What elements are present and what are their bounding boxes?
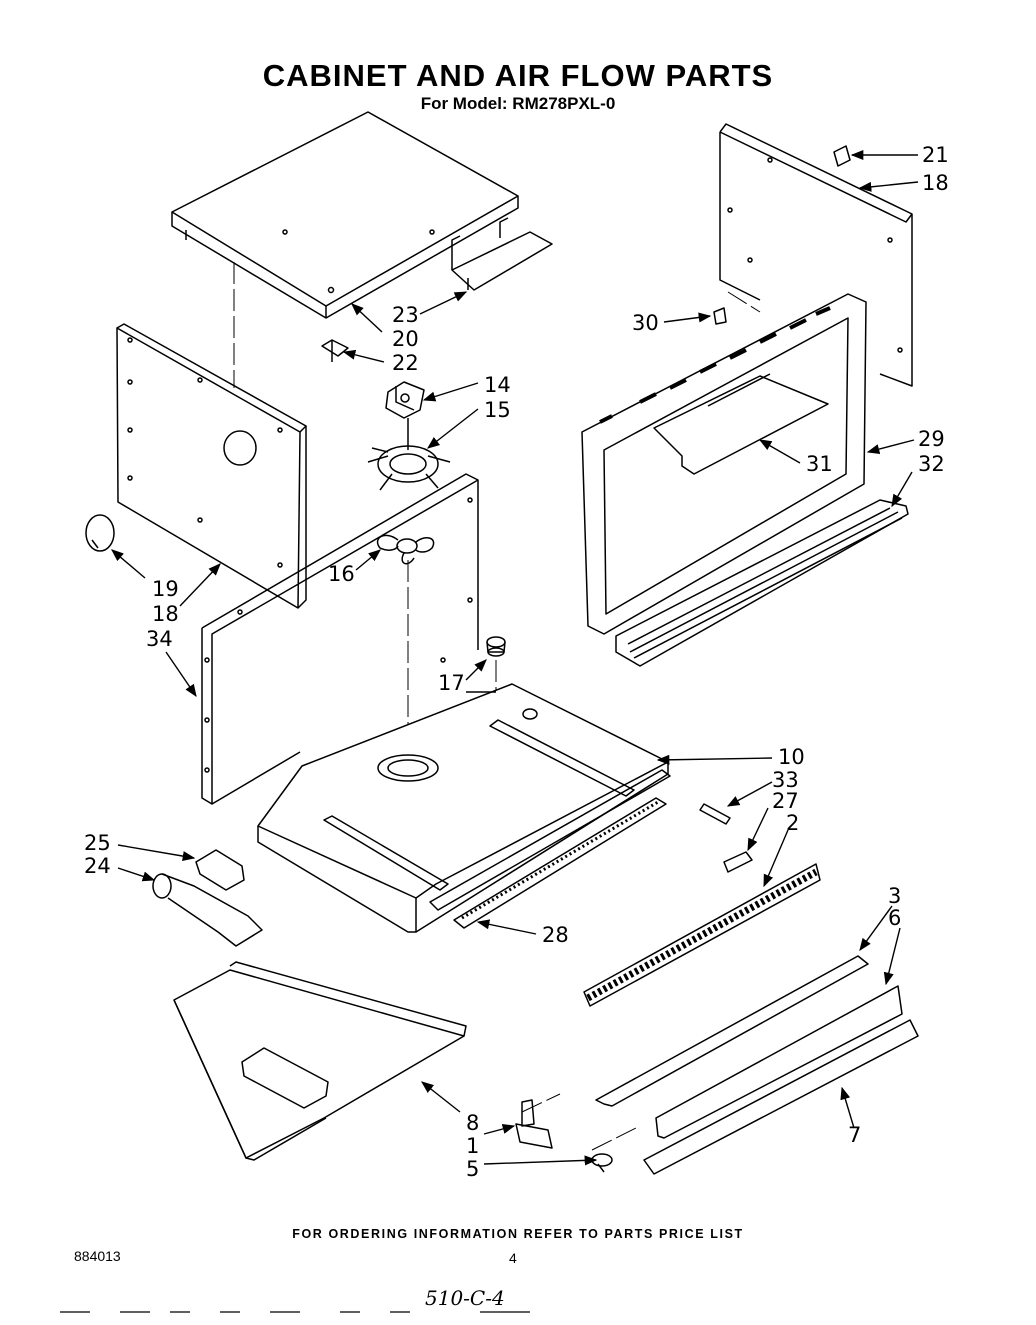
callout-19: 19 bbox=[152, 577, 179, 601]
callout-8: 8 bbox=[466, 1111, 479, 1135]
grille-mesh-2 bbox=[583, 863, 821, 1007]
trim-strip-3 bbox=[595, 955, 869, 1107]
fan-blade-16 bbox=[376, 534, 435, 565]
callout-29: 29 bbox=[918, 427, 945, 451]
callout-6: 6 bbox=[888, 906, 901, 930]
callout-24: 24 bbox=[84, 854, 111, 878]
callout-30: 30 bbox=[632, 311, 659, 335]
callout-28: 28 bbox=[542, 923, 569, 947]
callout-2: 2 bbox=[786, 811, 799, 835]
callout-16: 16 bbox=[328, 562, 355, 586]
base-pan-10 bbox=[257, 683, 671, 933]
air-duct-24 bbox=[152, 873, 263, 947]
grommet-17 bbox=[486, 636, 506, 657]
document-number: 884013 bbox=[74, 1248, 121, 1264]
callout-27: 27 bbox=[772, 789, 799, 813]
front-frame-29 bbox=[581, 293, 867, 635]
rear-panel-18 bbox=[719, 123, 913, 387]
callout-18-side-panel: 18 bbox=[152, 602, 179, 626]
switch-1 bbox=[515, 1099, 553, 1149]
callout-22: 22 bbox=[392, 351, 419, 375]
bracket-25 bbox=[195, 849, 245, 891]
page-title: CABINET AND AIR FLOW PARTS bbox=[262, 58, 774, 93]
clip-27 bbox=[723, 851, 753, 873]
callout-18-rear-panel: 18 bbox=[922, 171, 949, 195]
callout-21: 21 bbox=[922, 143, 949, 167]
pin-33 bbox=[699, 803, 731, 825]
bottom-plate-8 bbox=[173, 961, 467, 1161]
callout-20: 20 bbox=[392, 327, 419, 351]
callout-1: 1 bbox=[466, 1134, 479, 1158]
callout-14: 14 bbox=[484, 373, 511, 397]
bottom-scan-marks bbox=[60, 1311, 530, 1313]
handwritten-note: 510-C-4 bbox=[425, 1286, 505, 1310]
callout-3: 3 bbox=[888, 884, 901, 908]
clip-21 bbox=[833, 145, 851, 167]
callout-7: 7 bbox=[848, 1123, 861, 1147]
callout-23: 23 bbox=[392, 303, 419, 327]
callout-33: 33 bbox=[772, 768, 799, 792]
top-cover-panel bbox=[171, 111, 519, 319]
callout-10: 10 bbox=[778, 745, 805, 769]
callout-34: 34 bbox=[146, 627, 173, 651]
front-trim-32 bbox=[615, 499, 909, 667]
fan-motor-14 bbox=[385, 381, 425, 450]
left-side-panel bbox=[116, 323, 307, 609]
callout-31: 31 bbox=[806, 452, 833, 476]
ordering-note: FOR ORDERING INFORMATION REFER TO PARTS … bbox=[292, 1227, 744, 1241]
back-panel-34 bbox=[201, 473, 479, 805]
hole-plug-19 bbox=[85, 514, 115, 552]
motor-mount-15 bbox=[367, 445, 451, 491]
top-bracket bbox=[451, 217, 553, 291]
drip-tray-31 bbox=[653, 373, 829, 475]
callout-32: 32 bbox=[918, 452, 945, 476]
callout-25: 25 bbox=[84, 831, 111, 855]
screw-30 bbox=[713, 307, 727, 325]
callout-5: 5 bbox=[466, 1157, 479, 1181]
filter-strip-28 bbox=[453, 797, 667, 929]
trim-strip-6 bbox=[655, 985, 903, 1139]
model-subtitle: For Model: RM278PXL-0 bbox=[420, 94, 616, 113]
trim-strip-7 bbox=[643, 1019, 919, 1175]
page-number: 4 bbox=[509, 1250, 517, 1266]
callout-15: 15 bbox=[484, 398, 511, 422]
small-bracket-22 bbox=[321, 339, 349, 362]
callout-17: 17 bbox=[438, 671, 465, 695]
knob-5 bbox=[591, 1153, 613, 1173]
